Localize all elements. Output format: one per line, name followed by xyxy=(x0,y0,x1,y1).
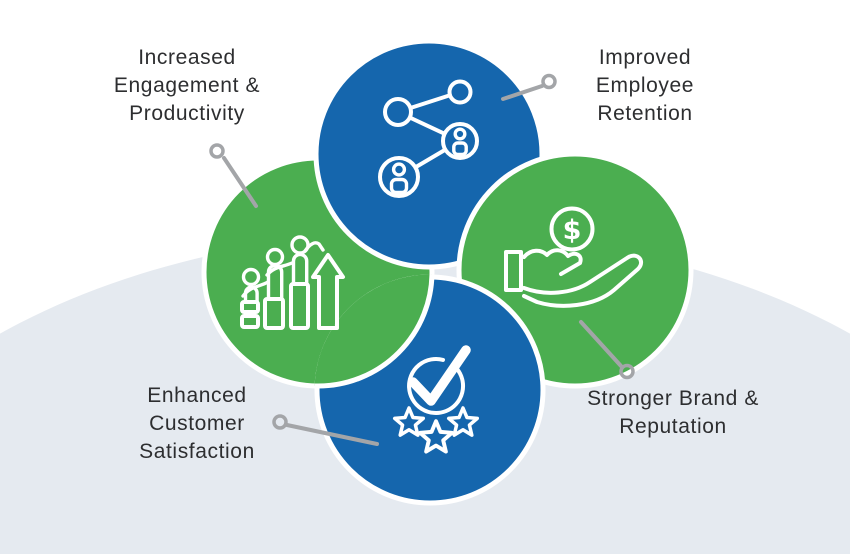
up-arrow-icon xyxy=(311,253,345,330)
label-increased-engagement-productivity: Increased Engagement & Productivity xyxy=(62,44,312,128)
person-body xyxy=(291,252,309,285)
connector-dot xyxy=(541,73,557,90)
label-line: Engagement & xyxy=(113,74,261,97)
connector-bottom-right xyxy=(579,320,635,380)
check-mark-icon xyxy=(408,345,471,406)
person-head xyxy=(241,267,261,287)
connector-line xyxy=(501,84,544,101)
connector-line xyxy=(222,156,258,208)
person-icon xyxy=(389,127,468,195)
label-line: Retention xyxy=(597,102,693,125)
dollar-sign: $ xyxy=(563,215,582,246)
label-enhanced-customer-satisfaction: Enhanced Customer Satisfaction xyxy=(72,382,322,466)
bar-chart-bar xyxy=(289,282,310,330)
rising-arm-line xyxy=(265,261,294,277)
label-stronger-brand-reputation: Stronger Brand & Reputation xyxy=(533,385,813,441)
label-line: Customer xyxy=(149,412,245,435)
label-line: Employee xyxy=(595,74,695,97)
connector-bottom-left xyxy=(272,414,379,446)
label-line: Satisfaction xyxy=(139,440,255,463)
circle-left-overlap-patch xyxy=(314,274,435,389)
hand-receiving-money-icon: $ xyxy=(504,206,644,308)
check-ring xyxy=(407,357,465,415)
bar-chart-bar xyxy=(240,314,260,329)
bar-chart-bar xyxy=(263,297,285,330)
label-line: Improved xyxy=(598,46,692,69)
dollar-coin-icon xyxy=(549,206,595,252)
connector-top-left xyxy=(209,143,258,208)
bar-chart-bar xyxy=(240,300,260,314)
climbing-people xyxy=(241,235,325,303)
connector-line xyxy=(285,423,379,446)
label-line: Productivity xyxy=(129,102,245,125)
connector-dot xyxy=(272,414,288,430)
label-line: Reputation xyxy=(619,415,727,438)
open-hand-palm xyxy=(522,253,644,308)
person-body xyxy=(452,141,468,157)
network-people-icon xyxy=(378,79,479,198)
label-line: Increased xyxy=(138,46,236,69)
label-improved-employee-retention: Improved Employee Retention xyxy=(520,44,770,128)
network-node-circle xyxy=(383,97,413,127)
connector-top-right xyxy=(501,73,557,101)
raised-arm-line xyxy=(303,241,325,253)
person-node-circle xyxy=(441,122,479,160)
sleeve-cuff xyxy=(504,250,523,292)
rising-arm-line xyxy=(241,280,270,298)
label-line: Enhanced xyxy=(147,384,247,407)
network-node-circle xyxy=(447,79,473,105)
person-body xyxy=(389,177,409,195)
label-line: Stronger Brand & xyxy=(587,387,759,410)
person-node-circle xyxy=(378,156,420,198)
person-head xyxy=(391,162,407,177)
team-growth-chart-icon xyxy=(240,235,345,330)
connector-dot xyxy=(619,363,635,380)
connector-line xyxy=(579,320,623,368)
checkmark-stars-icon xyxy=(392,345,480,454)
connector-dot xyxy=(209,143,225,159)
hand-fingers-line xyxy=(522,248,583,276)
person-head xyxy=(453,127,467,141)
